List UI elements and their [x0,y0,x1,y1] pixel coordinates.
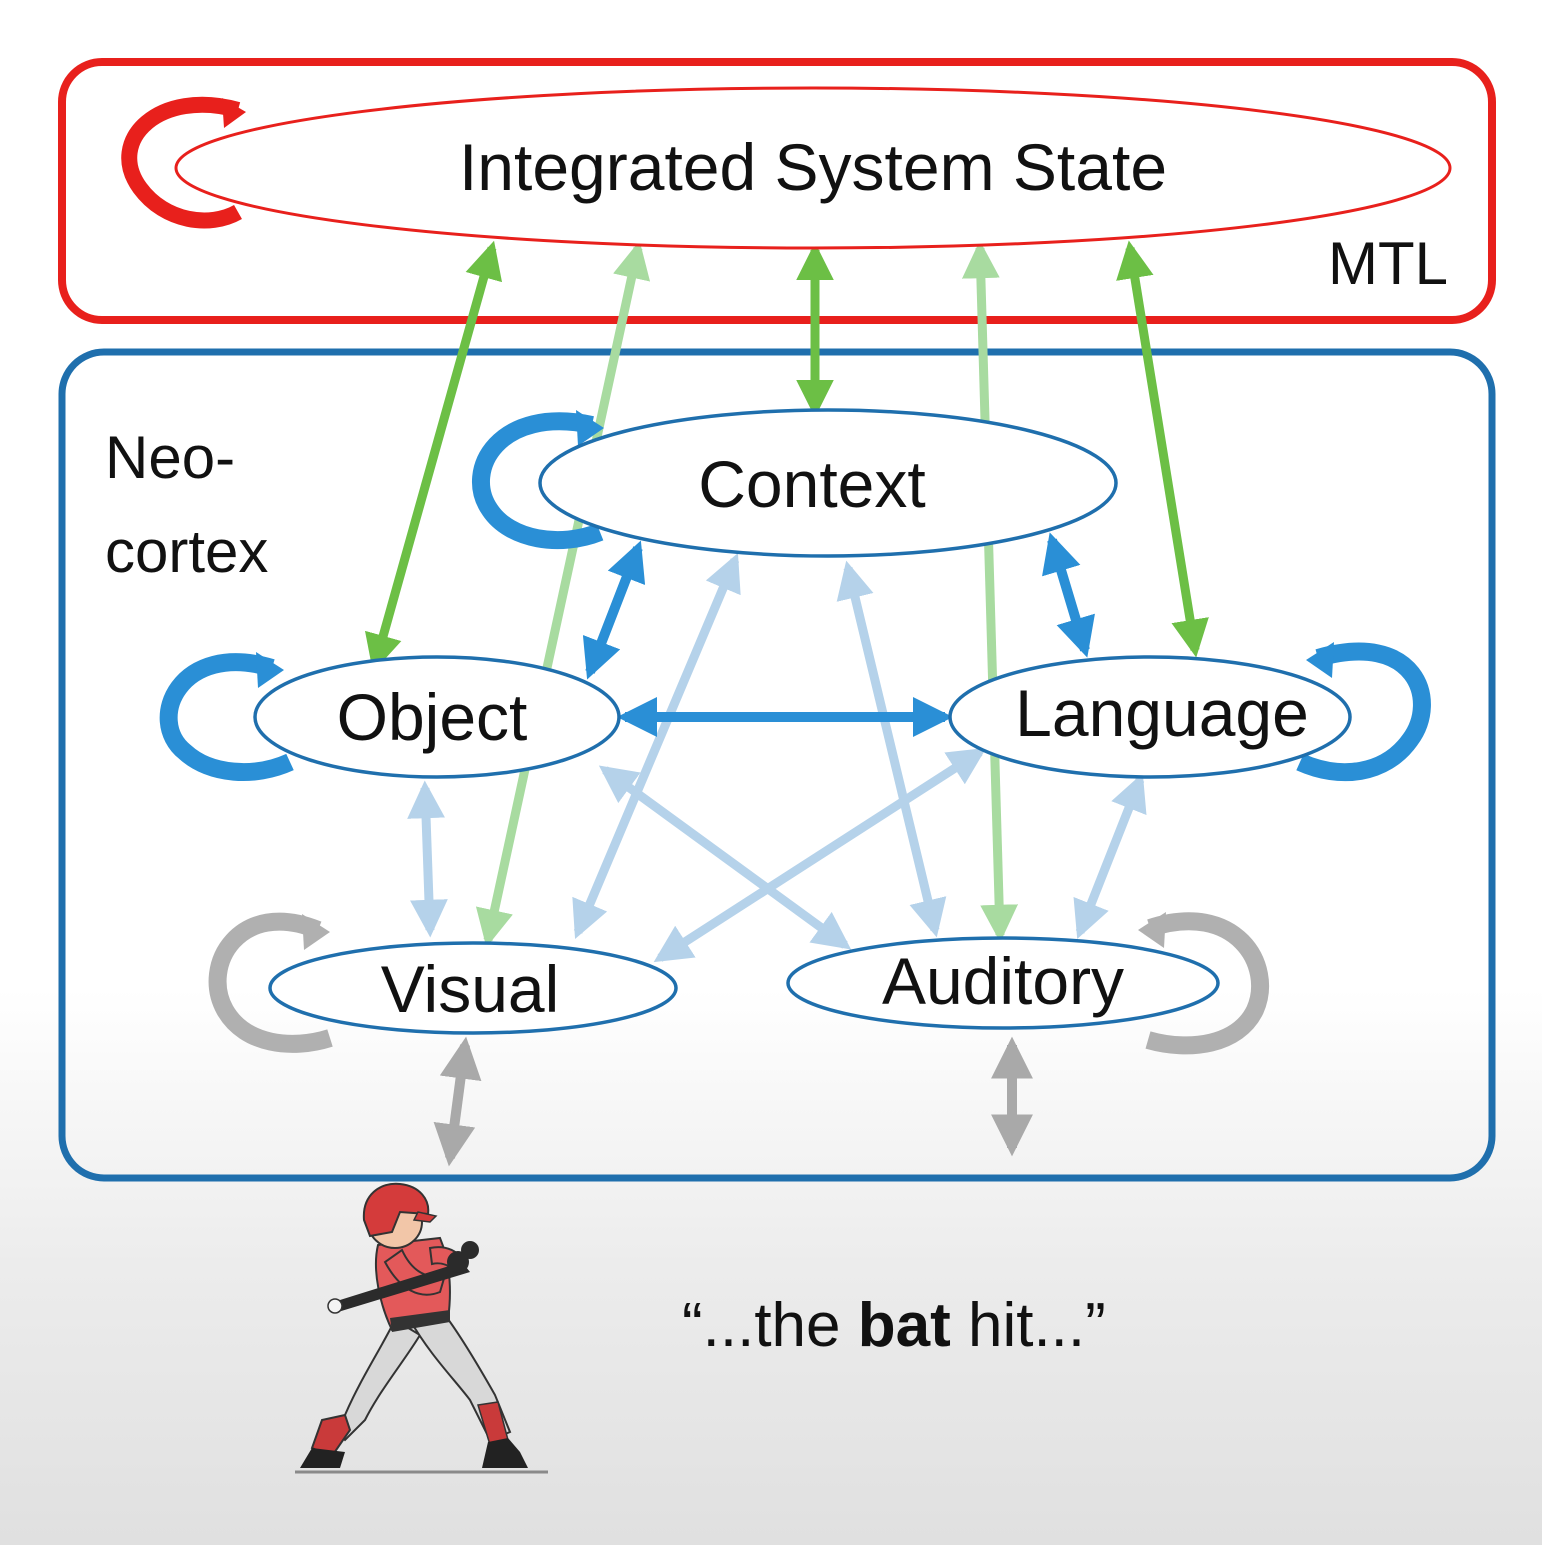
loop-language-icon [1296,642,1431,782]
io-gray-connections [433,1036,1033,1167]
light-green-connections [475,240,1019,948]
loop-object-icon [159,652,294,781]
self-loops [121,96,1431,1055]
loop-auditory-icon [1138,912,1269,1055]
mtl-region-box [58,58,1496,324]
arrow-object-visual [407,780,448,938]
quote-after: hit...” [951,1291,1106,1360]
auditory-label: Auditory [882,944,1124,1018]
node-visual: Visual [268,941,678,1035]
node-auditory: Auditory [786,936,1220,1030]
strong-green-connections [364,240,1209,673]
arrow-context-object [582,540,646,680]
loop-visual-icon [208,912,333,1053]
language-label: Language [1015,676,1309,750]
neocortex-label-line2: cortex [105,518,268,585]
quote-before: “...the [682,1291,858,1360]
baseball-batter-illustration [295,1182,548,1474]
arrow-mtl-visual [475,240,651,948]
loop-context-icon [472,410,604,550]
arrow-mtl-language [1116,240,1209,658]
arrow-context-auditory [836,560,947,938]
node-context: Context [538,408,1118,558]
object-label: Object [337,680,528,754]
neocortex-region-box [58,348,1496,1182]
arrow-context-language [1042,532,1095,658]
loop-integrated-icon [121,96,246,229]
quote-bold-word: bat [858,1291,951,1360]
arrow-language-visual [653,747,987,963]
context-label: Context [698,447,925,521]
node-object: Object [253,655,621,779]
arrow-visual-input [433,1036,482,1167]
quote-text: “...the bat hit...” [682,1291,1106,1360]
arrow-language-auditory [1073,772,1147,940]
node-integrated-system-state: Integrated System State [174,86,1452,250]
mtl-label: MTL [1328,230,1448,297]
node-language: Language [948,655,1352,779]
neocortex-label-line1: Neo- [105,424,235,491]
arrow-mtl-object [364,240,503,673]
arrow-mtl-auditory [961,240,1019,943]
arrow-context-visual [572,553,741,939]
integrated-label: Integrated System State [459,130,1167,204]
visual-label: Visual [381,952,560,1026]
strong-blue-connections [582,532,1095,737]
